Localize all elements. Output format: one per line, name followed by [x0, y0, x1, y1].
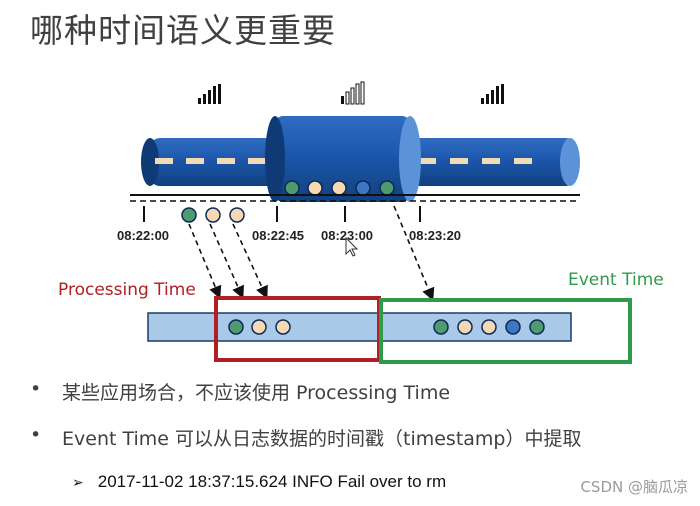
slide-title: 哪种时间语义更重要 [30, 11, 336, 50]
window-bar [147, 312, 572, 342]
timestamp-label: 08:22:00 [117, 228, 169, 243]
sub-bullet: ➢ 2017-11-02 18:37:15.624 INFO Fail over … [72, 472, 446, 492]
timestamp-label: 08:22:45 [252, 228, 304, 243]
event-time-label: Event Time [568, 270, 664, 290]
signal-bars-icon [341, 81, 365, 105]
log-line-text: 2017-11-02 18:37:15.624 INFO Fail over t… [97, 472, 447, 491]
bullet-text: Event Time 可以从日志数据的时间戳（timestamp）中提取 [62, 428, 582, 450]
timestamp-label: 08:23:00 [321, 228, 373, 243]
bullet-list: • 某些应用场合，不应该使用 Processing Time • Event T… [30, 378, 690, 470]
processing-time-label: Processing Time [58, 280, 196, 300]
event-time-box [379, 298, 632, 364]
timeline [130, 194, 580, 222]
cursor-icon [345, 236, 359, 257]
bullet-marker: • [30, 424, 42, 446]
arrow-bullet-icon: ➢ [72, 474, 84, 490]
flow-arrows [188, 205, 435, 301]
left-pipe [141, 138, 280, 186]
bullet-marker: • [30, 378, 42, 400]
middle-pipe [265, 116, 421, 202]
watermark: CSDN @脑瓜凉 [580, 478, 688, 496]
signal-bars-icon [198, 84, 221, 104]
bullet-item: • 某些应用场合，不应该使用 Processing Time [30, 378, 690, 424]
signal-bars-icon [481, 84, 504, 104]
bullet-item: • Event Time 可以从日志数据的时间戳（timestamp）中提取 [30, 424, 690, 470]
event-dots [181, 207, 245, 223]
bullet-text: 某些应用场合，不应该使用 Processing Time [62, 382, 451, 404]
right-pipe [405, 138, 580, 186]
timestamp-label: 08:23:20 [409, 228, 461, 243]
time-semantics-diagram: 08:22:00 08:22:45 08:23:00 08:23:20 Proc… [58, 81, 664, 364]
